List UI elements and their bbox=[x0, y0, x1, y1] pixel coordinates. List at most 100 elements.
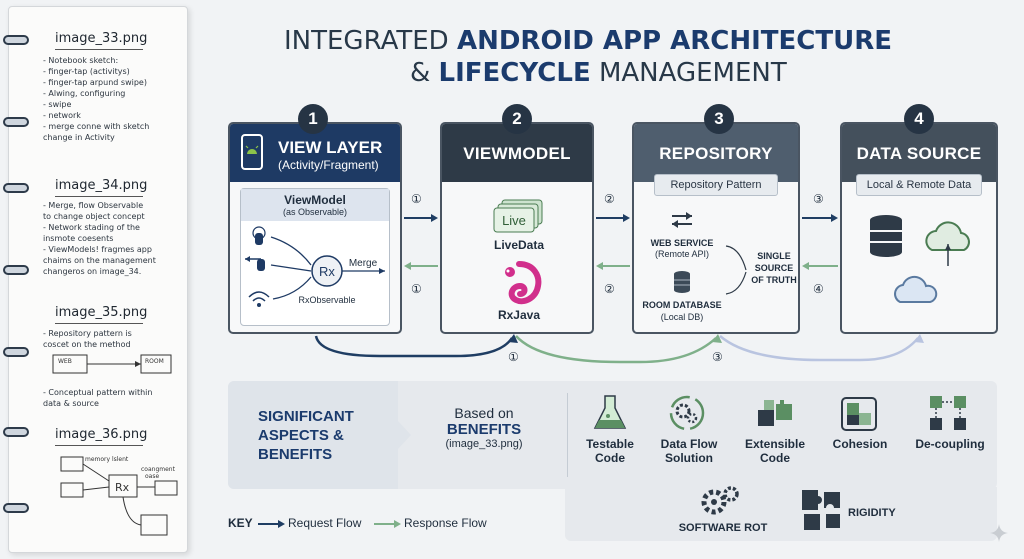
benefit-data-flow-solution: Data Flow Solution bbox=[650, 437, 728, 465]
spiral-ring bbox=[3, 347, 29, 357]
based-on-block: Based on BENEFITS (image_33.png) bbox=[424, 405, 544, 450]
merge-label: Merge bbox=[349, 258, 378, 269]
heading-underline bbox=[55, 49, 143, 50]
notebook-note-line: - finger-tap (activitys) bbox=[43, 67, 130, 76]
sst-line: SOURCE bbox=[754, 263, 794, 273]
column-title: DATA SOURCE bbox=[856, 144, 982, 163]
notebook-note-line: - merge conne with sketch bbox=[43, 122, 150, 131]
title-plain: MANAGEMENT bbox=[590, 58, 787, 88]
notebook-note-line: - Merge, flow Observable bbox=[43, 201, 144, 210]
flask-icon bbox=[593, 395, 627, 429]
blocks-icon bbox=[758, 400, 792, 426]
notebook-heading: image_33.png bbox=[55, 31, 148, 46]
column-title: VIEWMODEL bbox=[463, 144, 571, 163]
column-title: REPOSITORY bbox=[659, 144, 773, 163]
flow-step-label: ④ bbox=[813, 282, 824, 296]
benefit-label-line: Code bbox=[595, 451, 625, 465]
benefits-label: BENEFITS bbox=[446, 421, 522, 438]
notebook-note-line: - ViewModels! fragmes app bbox=[43, 245, 152, 254]
step-number: 1 bbox=[298, 104, 328, 134]
notebook-notes: - Repository pattern is coscet on the me… bbox=[43, 328, 132, 350]
livedata-icon: Live bbox=[493, 199, 543, 233]
repository-sketch: WEB ROOM bbox=[52, 354, 172, 374]
gears-cycle-icon bbox=[669, 395, 705, 431]
sparkle-icon bbox=[990, 524, 1008, 542]
notebook-note-line: change in Activity bbox=[43, 133, 115, 142]
title-bold: LIFECYCLE bbox=[438, 58, 591, 88]
step-number: 2 bbox=[502, 104, 532, 134]
rx-merge-diagram: Rx Merge RxObservable bbox=[245, 226, 385, 307]
sketch-label: Rx bbox=[115, 481, 130, 494]
cloud-sync-icon bbox=[925, 221, 970, 266]
page-title-line-2: & LIFECYCLE MANAGEMENT bbox=[410, 58, 1024, 88]
flow-step-label: ② bbox=[604, 282, 615, 296]
single-source-of-truth-label: SINGLE SOURCE OF TRUTH bbox=[744, 250, 798, 286]
title-bold: ANDROID APP ARCHITECTURE bbox=[456, 26, 892, 56]
benefit-label-line: Testable bbox=[586, 437, 634, 451]
rxjava-logo-icon bbox=[505, 261, 542, 305]
live-badge-label: Live bbox=[502, 213, 526, 228]
livedata-label: LiveData bbox=[493, 238, 545, 252]
title-plain: INTEGRATED bbox=[284, 26, 457, 56]
notebook-note-line: coscet on the method bbox=[43, 340, 131, 349]
notebook-heading: image_36.png bbox=[55, 427, 148, 442]
viewmodel-box-title: ViewModel bbox=[284, 193, 346, 207]
cohesion-icon bbox=[841, 397, 877, 431]
page-title-line-1: INTEGRATED ANDROID APP ARCHITECTURE bbox=[284, 26, 1024, 56]
significant-aspects-block: SIGNIFICANT ASPECTS & BENEFITS bbox=[228, 381, 398, 489]
notebook-note-line: - Repository pattern is bbox=[43, 329, 132, 338]
software-rot-panel bbox=[565, 487, 997, 541]
notebook-note-line: - network bbox=[43, 111, 81, 120]
exchange-arrows-icon bbox=[672, 212, 692, 228]
gears-icon bbox=[701, 486, 739, 515]
flow-step-label: ① bbox=[411, 192, 422, 206]
sketch-label: memory lslent bbox=[85, 456, 129, 463]
spiral-ring bbox=[3, 183, 29, 193]
notebook-note-line: - Notebook sketch: bbox=[43, 56, 119, 65]
rx-sketch: memory lslent Rx coangment oase bbox=[60, 456, 178, 536]
heading-line: SIGNIFICANT bbox=[258, 408, 354, 425]
phone-icon bbox=[241, 134, 263, 170]
heading-line: ASPECTS & bbox=[258, 427, 344, 444]
repository-pattern-pill: Repository Pattern bbox=[654, 174, 778, 196]
room-database-sublabel: (Local DB) bbox=[660, 312, 704, 322]
column-subtitle: (Activity/Fragment) bbox=[278, 158, 379, 172]
notebook-panel: image_33.png - Notebook sketch: - finger… bbox=[3, 6, 188, 553]
benefit-extensible-code: Extensible Code bbox=[736, 437, 814, 465]
benefits-source: (image_33.png) bbox=[445, 438, 523, 450]
notebook-note-line: - finger-tap arpund swipe) bbox=[43, 78, 147, 87]
benefit-label-line: Code bbox=[760, 451, 790, 465]
heading-underline bbox=[55, 445, 143, 446]
flow-step-label: ② bbox=[604, 192, 615, 206]
notebook-note-line: changeros on image_34. bbox=[43, 267, 142, 276]
spiral-ring bbox=[3, 265, 29, 275]
benefit-testable-code: Testable Code bbox=[572, 437, 648, 465]
flow-arrows bbox=[314, 214, 924, 364]
notebook-note-line: insmote coesents bbox=[43, 234, 114, 243]
sketch-label: oase bbox=[145, 473, 159, 480]
sketch-label: ROOM bbox=[145, 358, 164, 365]
rxjava-label: RxJava bbox=[497, 308, 541, 322]
software-rot-label: SOFTWARE ROT bbox=[678, 522, 768, 534]
notebook-note-line: chaims on the management bbox=[43, 256, 156, 265]
notebook-note-line: - Alwing, configuring bbox=[43, 89, 126, 98]
benefit-decoupling: De-coupling bbox=[908, 437, 992, 451]
viewmodel-column: VIEWMODEL Live LiveData RxJava bbox=[440, 122, 594, 334]
flow-step-label: ③ bbox=[712, 350, 723, 364]
room-database-label: ROOM DATABASE bbox=[642, 300, 722, 310]
notebook-heading: image_35.png bbox=[55, 305, 148, 320]
decoupling-icon bbox=[930, 396, 966, 430]
benefit-label-line: Cohesion bbox=[832, 437, 888, 451]
benefit-label-line: De-coupling bbox=[915, 437, 985, 451]
chevron-right-icon bbox=[397, 420, 411, 450]
sketch-label: coangment bbox=[141, 466, 176, 473]
divider bbox=[567, 393, 568, 477]
benefit-label-line: Solution bbox=[665, 451, 713, 465]
column-title: VIEW LAYER bbox=[278, 138, 383, 157]
sst-line: OF TRUTH bbox=[751, 275, 797, 285]
notebook-note-line: to change object concept bbox=[43, 212, 145, 221]
step-number: 3 bbox=[704, 104, 734, 134]
wifi-icon bbox=[248, 291, 270, 307]
sst-line: SINGLE bbox=[757, 251, 791, 261]
benefit-label-line: Data Flow bbox=[660, 437, 718, 451]
